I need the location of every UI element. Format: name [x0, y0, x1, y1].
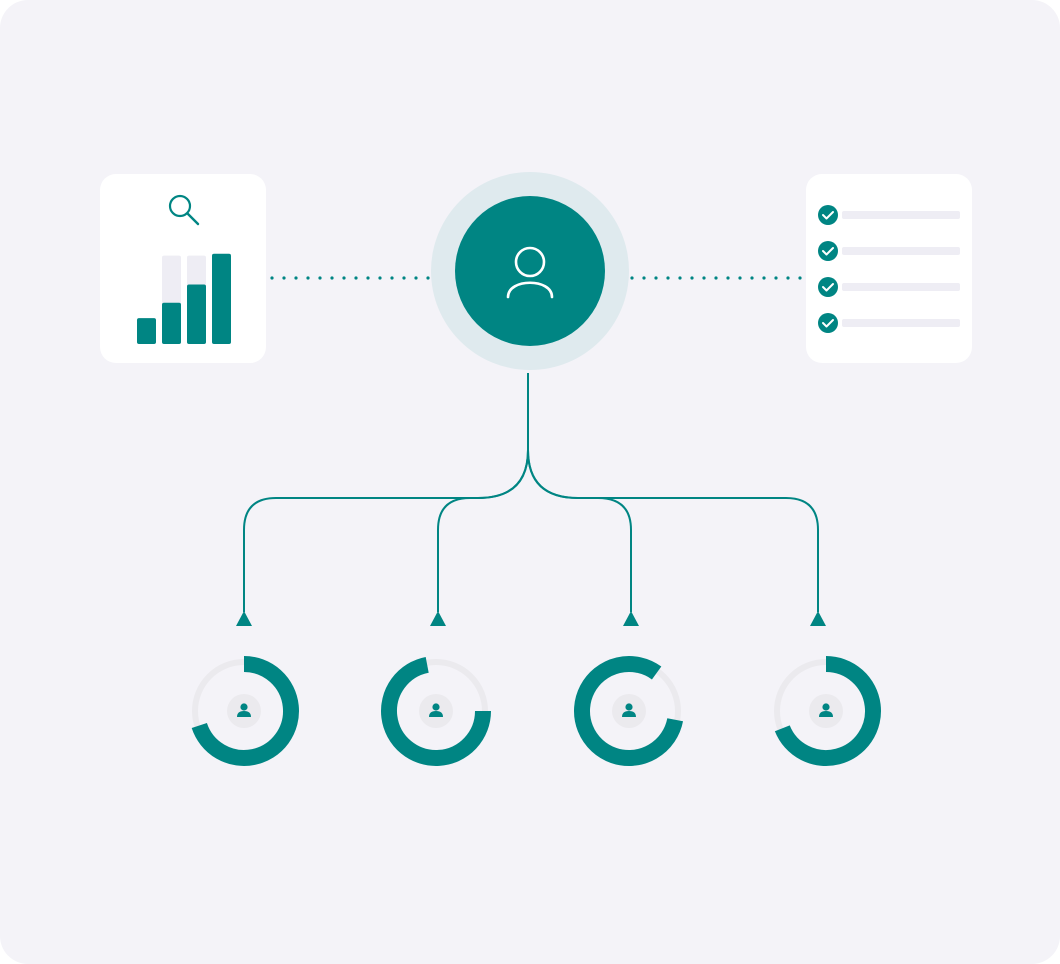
progress-arc [774, 656, 881, 766]
arrowhead [236, 611, 252, 626]
check-circle-icon [818, 313, 838, 333]
connector-dot [702, 276, 706, 280]
user-icon [622, 703, 636, 717]
progress-node [191, 656, 299, 766]
branch-line-4 [527, 449, 819, 612]
connector-dot [426, 276, 430, 280]
check-circle-icon [818, 241, 838, 261]
bar [212, 253, 231, 344]
connector-dot [642, 276, 646, 280]
arrowhead [430, 611, 446, 626]
branch-connectors [243, 373, 819, 612]
connector-dot [282, 276, 286, 280]
branch-line-2 [437, 449, 529, 612]
magnifier-icon [168, 194, 200, 226]
connector-dot [390, 276, 394, 280]
progress-arc [381, 656, 491, 766]
connector-dot [750, 276, 754, 280]
user-icon [506, 246, 554, 299]
progress-node [574, 656, 684, 766]
checklist-line [842, 283, 960, 291]
user-icon [429, 703, 443, 717]
dotted-connector-left [270, 276, 430, 280]
connector-dot [342, 276, 346, 280]
hub-circle [455, 196, 605, 346]
connector-dot [774, 276, 778, 280]
arrowhead [623, 611, 639, 626]
connector-dot [318, 276, 322, 280]
dotted-connector-right [630, 276, 802, 280]
checklist-item [818, 241, 960, 261]
connector-dot [726, 276, 730, 280]
progress-nodes [191, 656, 881, 766]
bar-chart-icon [137, 253, 231, 344]
bar [137, 318, 156, 344]
check-circle-icon [818, 277, 838, 297]
connector-dot [402, 276, 406, 280]
checklist-line [842, 247, 960, 255]
connector-dot [798, 276, 802, 280]
progress-node [774, 656, 881, 766]
hub-node [431, 172, 629, 370]
bar [187, 284, 206, 344]
arrowhead [810, 611, 826, 626]
connector-dot [330, 276, 334, 280]
connector-dot [378, 276, 382, 280]
connector-dot [306, 276, 310, 280]
connector-dot [762, 276, 766, 280]
checklist [818, 205, 960, 333]
progress-node [381, 656, 491, 766]
checklist-item [818, 277, 960, 297]
connector-dot [786, 276, 790, 280]
user-icon [237, 703, 251, 717]
connector-dot [414, 276, 418, 280]
connector-dot [630, 276, 634, 280]
arrowheads [236, 611, 826, 626]
analytics-card [100, 174, 266, 363]
connector-dot [270, 276, 274, 280]
check-circle-icon [818, 205, 838, 225]
branch-line-3 [527, 449, 632, 612]
user-icon [819, 703, 833, 717]
connector-dot [354, 276, 358, 280]
connector-dot [654, 276, 658, 280]
branch-line-1 [243, 449, 529, 612]
checklist-card [806, 174, 972, 363]
connector-dot [366, 276, 370, 280]
connector-dot [690, 276, 694, 280]
connector-dot [294, 276, 298, 280]
progress-arc [191, 656, 299, 766]
checklist-item [818, 205, 960, 225]
checklist-item [818, 313, 960, 333]
progress-arc [574, 656, 684, 766]
connector-dot [738, 276, 742, 280]
connector-dot [678, 276, 682, 280]
connector-dot [666, 276, 670, 280]
checklist-line [842, 211, 960, 219]
connector-dot [714, 276, 718, 280]
bar [162, 302, 181, 344]
checklist-line [842, 319, 960, 327]
